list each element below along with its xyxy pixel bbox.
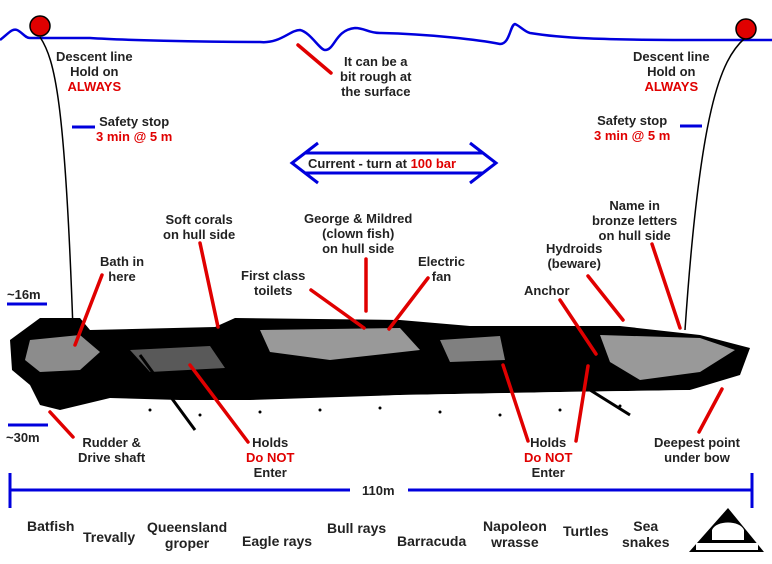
descent-line-right-label: Descent line Hold on ALWAYS [633,49,710,94]
marine-life-sea-snakes: Sea snakes [622,518,670,550]
do-not-enter-warning: Do NOT [524,450,573,465]
marine-life-turtles: Turtles [563,523,609,539]
pointer-anchor [558,298,598,356]
marine-life-batfish: Batfish [27,518,75,534]
turn-pressure: 100 bar [410,156,457,171]
callout-soft-corals: Soft corals on hull side [163,212,236,242]
always-warning: ALWAYS [644,79,699,94]
callout-deepest-point: Deepest point under bow [654,435,740,465]
safety-stop-left-label: Safety stop 3 min @ 5 m [96,114,173,144]
descent-line-left-label: Descent line Hold on ALWAYS [56,49,133,94]
wreck-ship [10,318,750,431]
buoy-right-icon [735,18,757,40]
callout-holds-left: Holds Do NOT Enter [246,435,295,480]
pointer-holds-right-a [501,363,530,443]
callout-holds-right: Holds Do NOT Enter [524,435,573,480]
callout-hydroids: Hydroids (beware) [546,241,603,271]
depth-label-16m: ~16m [7,287,41,302]
marine-life-eagle-rays: Eagle rays [242,533,313,549]
pointer-fan [387,276,430,331]
dive-club-logo-icon [689,508,764,552]
marine-life-trevally: Trevally [83,529,136,545]
descent-line-right [684,37,746,331]
do-not-enter-warning: Do NOT [246,450,295,465]
safety-stop-right-label: Safety stop 3 min @ 5 m [594,113,671,143]
pointer-lines [48,43,724,444]
depth-label-30m: ~30m [6,430,40,445]
pointer-name [650,242,682,330]
callout-bath: Bath in here [100,254,145,284]
buoy-left-icon [29,15,51,37]
pointer-soft-corals [198,241,220,329]
callout-electric-fan: Electric fan [418,254,465,284]
water-surface [0,22,772,52]
callout-name-bronze: Name in bronze letters on hull side [592,198,678,243]
current-label: Current - turn at 100 bar [308,156,457,171]
pointer-deepest [697,387,724,434]
callout-rudder: Rudder & Drive shaft [78,435,146,465]
ship-length-label: 110m [362,483,395,498]
pointer-holds-right-b [574,364,590,443]
marine-life-bull-rays: Bull rays [327,520,387,536]
marine-life-barracuda: Barracuda [397,533,467,549]
pointer-rudder [48,410,75,439]
callout-first-class-toilets: First class toilets [241,268,306,298]
pointer-hydroids [586,274,625,322]
always-warning: ALWAYS [67,79,122,94]
descent-line-left [39,36,74,331]
pointer-holds-left [188,363,250,444]
current-arrow-icon [289,141,499,185]
rough-surface-label: It can be a bit rough at the surface [340,54,412,99]
callout-anchor: Anchor [524,283,570,298]
pointer-rough [296,43,333,75]
marine-life-napoleon-wrasse: Napoleon wrasse [483,518,547,550]
callout-george-mildred: George & Mildred (clown fish) on hull si… [304,211,413,256]
length-scale [8,473,754,508]
pointer-first-class [309,288,366,330]
marine-life-queensland-groper: Queensland groper [147,519,228,551]
pointer-bath [73,273,104,347]
